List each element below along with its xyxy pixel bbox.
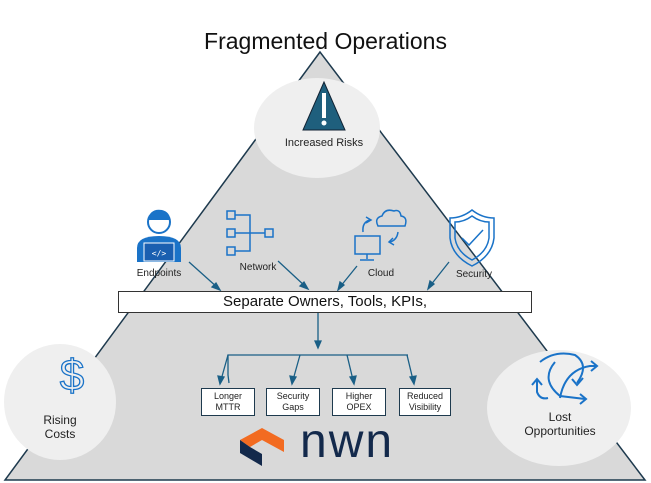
- outcome-line: Higher: [345, 391, 373, 401]
- right-label: Lost Opportunities: [524, 410, 596, 438]
- outcome-line: MTTR: [215, 402, 241, 412]
- right-circle: [487, 350, 631, 466]
- nwn-logo-mark: [240, 428, 284, 466]
- developer-laptop-icon: </>: [137, 209, 181, 262]
- outcome-connectors: [217, 312, 417, 386]
- top-label: Increased Risks: [284, 137, 364, 149]
- pyramid: [3, 50, 647, 481]
- source-network: Network: [239, 262, 277, 273]
- outcome-line: OPEX: [346, 402, 372, 412]
- cloud-sync-icon: [354, 209, 407, 261]
- shield-check-icon: [449, 209, 495, 267]
- warning-triangle-icon: [302, 80, 346, 131]
- outcome-line: Reduced: [406, 391, 444, 401]
- source-security: Security: [455, 269, 493, 280]
- svg-text:</>: </>: [152, 249, 167, 258]
- source-endpoints: Endpoints: [136, 268, 182, 279]
- outcome-line: Gaps: [282, 402, 304, 412]
- dollar-icon: $: [60, 351, 84, 400]
- outcome-line: Longer: [213, 391, 243, 401]
- left-circle: [4, 344, 116, 460]
- network-hierarchy-icon: [226, 210, 274, 256]
- outcome-line: Visibility: [408, 402, 442, 412]
- nwn-logo-text: nwn: [300, 415, 395, 468]
- separate-owners-bar: Separate Owners, Tools, KPIs,: [118, 291, 532, 313]
- crossing-arrows-icon: [531, 352, 599, 405]
- diagram-title: Fragmented Operations: [204, 28, 447, 54]
- source-cloud: Cloud: [367, 268, 395, 279]
- outcome-line: Security: [276, 391, 310, 401]
- source-arrows: [188, 260, 450, 292]
- left-label: Rising Costs: [43, 413, 77, 441]
